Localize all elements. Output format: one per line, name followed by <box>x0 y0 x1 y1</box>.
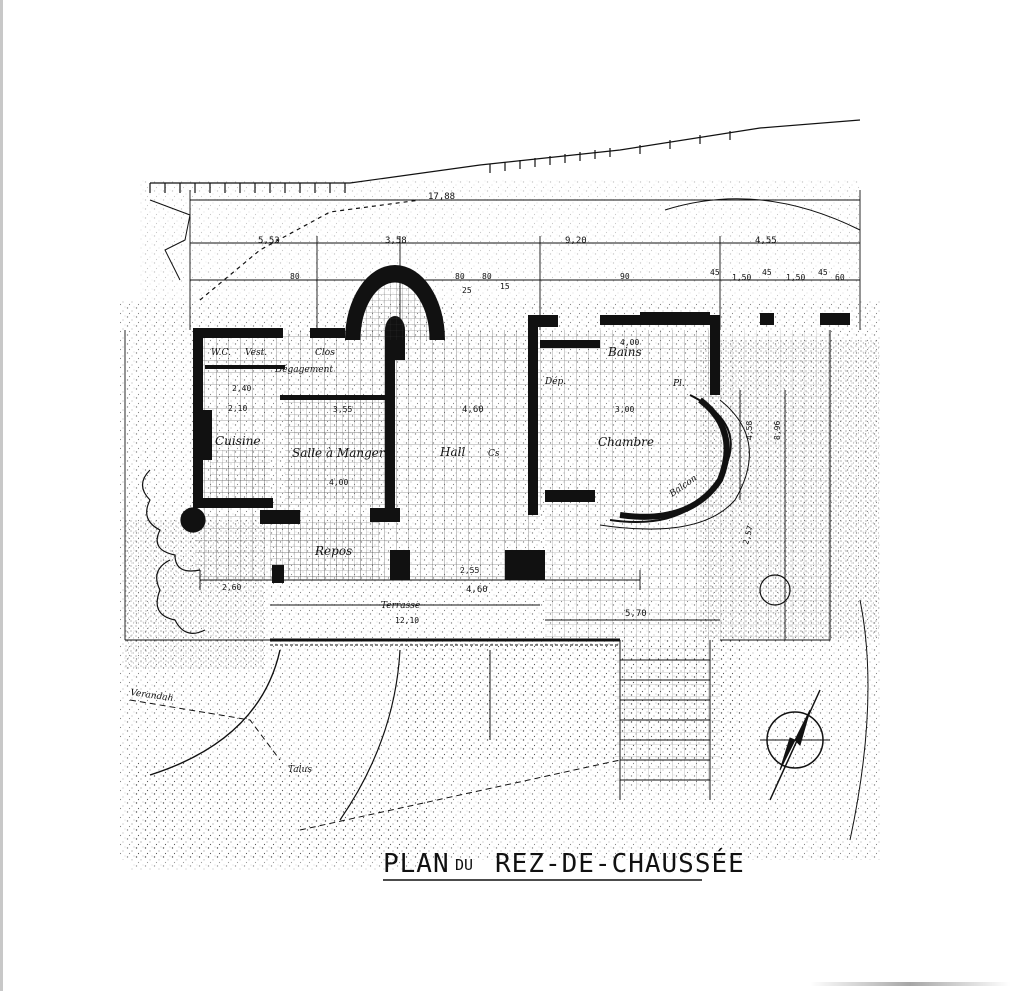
garden-stairs <box>619 640 711 800</box>
dim-45c: 45 <box>818 268 828 277</box>
dim-ter-total: 12,10 <box>395 616 419 625</box>
room-talus: Talus <box>288 765 312 775</box>
room-terrasse: Terrasse <box>381 601 420 611</box>
dim-45a: 45 <box>710 268 720 277</box>
dim-seg3: 9,20 <box>565 236 587 246</box>
title-du: DU <box>455 856 473 874</box>
room-degagement: Dégagement <box>274 364 333 375</box>
compass-rose-icon <box>760 689 830 801</box>
title-level: REZ-DE-CHAUSSÉE <box>495 847 745 879</box>
dim-60: 60 <box>835 273 845 282</box>
balcony-curve <box>599 394 750 530</box>
room-clos: Clos <box>315 348 335 358</box>
shrubs <box>141 469 791 634</box>
terrace-edge <box>125 198 869 841</box>
dim-overall: 17,88 <box>428 192 455 202</box>
dim-80a: 80 <box>290 272 300 281</box>
room-vest: Vest. <box>245 348 267 358</box>
dim-seg4: 4,55 <box>755 236 777 246</box>
dim-ch-h: 4,58 <box>745 421 754 440</box>
dim-seg2: 3,58 <box>385 236 407 246</box>
room-labels: Cuisine Salle à Manger Hall Chambre Bain… <box>130 345 700 775</box>
dim-right-h: 8,96 <box>773 421 782 440</box>
room-dep: Dép. <box>544 376 566 387</box>
dim-150b: 1,50 <box>786 273 805 282</box>
dim-90: 90 <box>620 272 630 281</box>
walls <box>193 312 850 583</box>
terrain-contour <box>149 119 861 301</box>
scan-left-edge <box>0 0 3 991</box>
dim-right-w: 5,70 <box>625 609 647 619</box>
scan-smudge <box>810 982 1010 986</box>
dim-hall-w: 4,60 <box>462 405 484 415</box>
room-wc: W.C. <box>211 348 231 358</box>
dim-seg1: 5,53 <box>258 236 280 246</box>
room-hall: Hall <box>439 445 465 459</box>
dim-cui-w3: 2,40 <box>232 384 251 393</box>
dim-cui-w2: 2,60 <box>222 583 241 592</box>
dim-cui-w: 2,10 <box>228 404 247 413</box>
room-cs: Cs <box>488 449 500 459</box>
dim-15: 15 <box>500 282 510 291</box>
plan-title: PLAN DU REZ-DE-CHAUSSÉE <box>383 847 745 881</box>
dim-ter-w: 2,55 <box>460 566 479 575</box>
dim-45b: 45 <box>762 268 772 277</box>
dim-80b: 80 <box>455 272 465 281</box>
title-plan: PLAN <box>383 849 450 879</box>
dim-hall-w2: 4,60 <box>466 585 488 595</box>
dim-sam-w: 3,55 <box>333 405 352 414</box>
room-chambre: Chambre <box>598 435 654 449</box>
building-floor <box>195 330 830 790</box>
room-pl: Pl. <box>672 379 685 389</box>
dim-25: 25 <box>462 286 472 295</box>
dim-bain-w: 4,00 <box>620 338 639 347</box>
dim-80c: 80 <box>482 272 492 281</box>
room-bains: Bains <box>607 345 642 359</box>
dim-ch-w: 3,00 <box>615 405 634 414</box>
dim-150a: 1,50 <box>732 273 751 282</box>
dimension-labels: 17,88 5,53 3,58 9,20 4,55 80 80 80 25 15… <box>222 192 845 625</box>
stair-tower <box>345 265 445 360</box>
room-salle-a-manger: Salle à Manger <box>292 446 386 460</box>
room-cuisine: Cuisine <box>215 434 261 448</box>
room-repos: Repos <box>314 544 352 558</box>
dim-sam-w2: 4,00 <box>329 478 348 487</box>
